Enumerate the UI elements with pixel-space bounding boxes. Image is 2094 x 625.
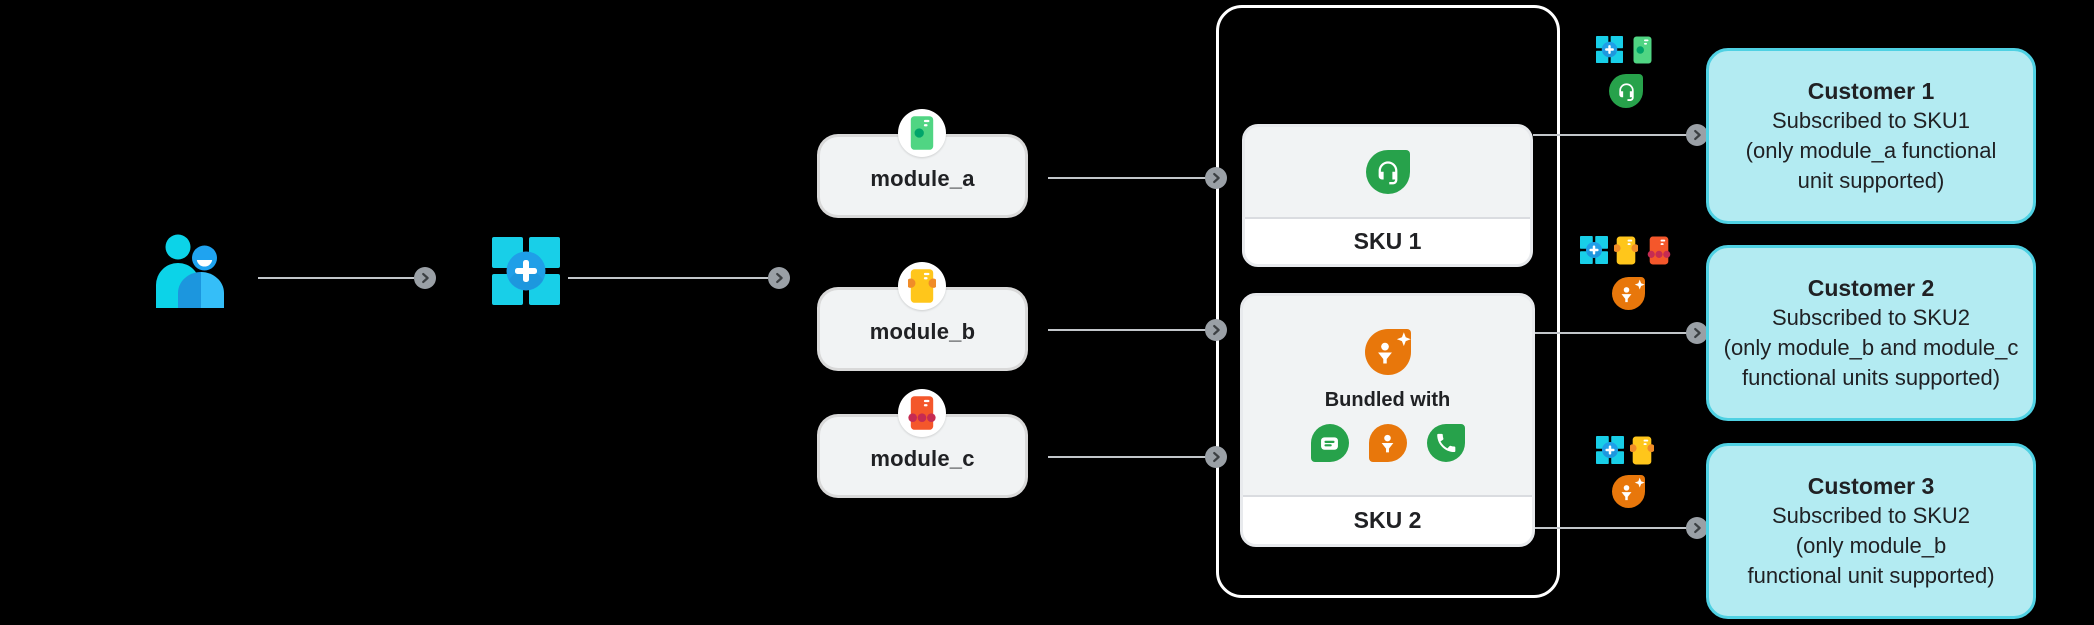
grid-plus-icon-small: [1596, 436, 1624, 464]
customer-1-line-2: (only module_a functional: [1745, 138, 1997, 163]
module-b-icon-small: [1614, 236, 1638, 265]
headset-icon: [1365, 150, 1410, 194]
flow-line-module-c-to-sku: [1048, 456, 1208, 458]
module-b-badge: [898, 262, 946, 310]
customer-2-line-1: Subscribed to SKU2: [1771, 305, 1971, 330]
module-c-pill: module_c: [820, 389, 1025, 495]
flow-line-platform-to-modules: [568, 277, 768, 279]
customer-2-line-3: functional units supported): [1741, 365, 2001, 390]
module-c-badge: [898, 389, 946, 437]
phone-icon: [1426, 424, 1465, 462]
flow-line-users-to-platform: [258, 277, 414, 279]
funnel-icon: [1368, 424, 1407, 462]
leads-plus-icon-small: [1612, 475, 1645, 508]
customer-1-box: Customer 1 Subscribed to SKU1 (only modu…: [1706, 48, 2036, 224]
module-a-badge: [898, 109, 946, 157]
customer-2-title: Customer 2: [1807, 275, 1935, 301]
module-c-label: module_c: [870, 446, 975, 471]
arrow-icon: [1686, 124, 1708, 146]
arrow-icon: [1205, 319, 1227, 341]
grid-plus-icon-small: [1580, 236, 1608, 264]
flow-line-sku1-to-customer1: [1533, 134, 1689, 136]
customer-3-title: Customer 3: [1807, 473, 1935, 499]
module-a-icon-small: [1633, 36, 1652, 64]
arrow-icon: [1205, 167, 1227, 189]
module-b-label: module_b: [869, 319, 976, 344]
customer-1-line-1: Subscribed to SKU1: [1771, 108, 1971, 133]
users-icon: [156, 234, 224, 308]
sku1-card: SKU 1: [1242, 124, 1533, 267]
module-a-pill: module_a: [820, 109, 1025, 215]
customer-1-line-3: unit supported): [1797, 168, 1945, 193]
flow-line-module-a-to-sku: [1048, 177, 1208, 179]
module-b-icon-small: [1630, 436, 1654, 465]
module-b-card-icon: [908, 269, 936, 303]
flow-line-sku2-to-customer3: [1535, 527, 1689, 529]
arrow-icon: [1205, 446, 1227, 468]
sku2-card: Bundled with SKU 2: [1240, 293, 1535, 547]
headset-icon-small: [1609, 74, 1643, 108]
module-b-pill: module_b: [820, 262, 1025, 368]
customer-3-box: Customer 3 Subscribed to SKU2 (only modu…: [1706, 443, 2036, 619]
flow-line-module-b-to-sku: [1048, 329, 1208, 331]
customer-2-box: Customer 2 Subscribed to SKU2 (only modu…: [1706, 245, 2036, 421]
grid-plus-icon: [492, 237, 560, 305]
customer-1-title: Customer 1: [1807, 78, 1935, 104]
arrow-icon: [1686, 322, 1708, 344]
module-c-icon-small: [1647, 236, 1671, 265]
leads-plus-icon: [1364, 329, 1411, 375]
module-a-card-icon: [910, 116, 934, 150]
customer-3-line-1: Subscribed to SKU2: [1771, 503, 1971, 528]
arrow-icon: [414, 267, 436, 289]
arrow-icon: [768, 267, 790, 289]
sku1-label: SKU 1: [1245, 217, 1530, 264]
customer-3-line-3: functional unit supported): [1747, 563, 1995, 588]
sku2-label: SKU 2: [1243, 495, 1532, 544]
grid-plus-icon-small: [1596, 36, 1623, 63]
leads-plus-icon-small: [1612, 277, 1645, 310]
bundled-with-label: Bundled with: [1324, 389, 1451, 411]
module-c-card-icon: [908, 396, 936, 430]
module-a-label: module_a: [870, 166, 975, 191]
customer-2-line-2: (only module_b and module_c: [1723, 335, 2019, 360]
customer-3-line-2: (only module_b: [1795, 533, 1947, 558]
sku-container: [1216, 5, 1560, 598]
flow-line-sku2-to-customer2: [1535, 332, 1689, 334]
chat-icon: [1310, 424, 1349, 462]
arrow-icon: [1686, 517, 1708, 539]
